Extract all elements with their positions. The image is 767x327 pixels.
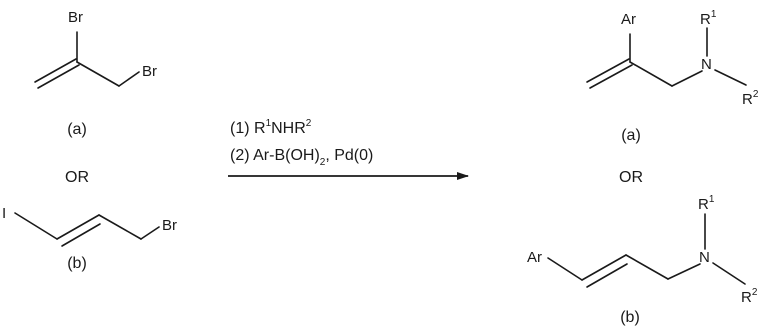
bond xyxy=(712,262,746,285)
bond xyxy=(14,212,58,240)
bromine-atom: Br xyxy=(142,63,157,80)
r2-group: R2 xyxy=(742,89,759,108)
nitrogen-atom: N xyxy=(699,249,710,266)
reactant-a-label: (a) xyxy=(67,121,87,138)
bond xyxy=(586,58,630,83)
bond xyxy=(76,61,120,87)
r1-group: R1 xyxy=(698,194,715,213)
bromine-atom: Br xyxy=(68,9,83,26)
bond-double xyxy=(37,64,80,89)
nitrogen-atom: N xyxy=(701,56,712,73)
bond xyxy=(56,214,100,240)
reactant-a: Br Br (a) xyxy=(34,9,157,138)
iodine-atom: I xyxy=(2,205,6,222)
bond xyxy=(667,263,701,280)
bond xyxy=(118,71,140,87)
condition-step-1: (1) R1NHR2 xyxy=(230,118,312,137)
product-b-label: (b) xyxy=(620,309,640,326)
bond-double xyxy=(61,223,101,247)
condition-step-2: (2) Ar-B(OH)2, Pd(0) xyxy=(230,147,373,168)
reactant-or: OR xyxy=(65,169,89,186)
product-a: Ar N R1 R2 (a) xyxy=(586,9,759,144)
bond xyxy=(625,254,669,280)
bond-double xyxy=(589,64,633,89)
reactant-b: I Br (b) xyxy=(2,205,177,272)
bromine-atom: Br xyxy=(162,217,177,234)
aryl-group: Ar xyxy=(527,249,542,266)
bond xyxy=(140,226,160,240)
bond xyxy=(547,257,583,281)
bond xyxy=(629,61,673,87)
bond xyxy=(98,214,142,240)
product-a-label: (a) xyxy=(621,127,641,144)
product-b: Ar N R1 R2 (b) xyxy=(527,194,758,326)
reactant-b-label: (b) xyxy=(67,255,87,272)
r1-group: R1 xyxy=(700,9,717,28)
bond xyxy=(581,254,627,281)
product-or: OR xyxy=(619,169,643,186)
bond xyxy=(714,69,747,86)
bond xyxy=(34,58,77,83)
aryl-group: Ar xyxy=(621,11,636,28)
bond xyxy=(671,70,703,87)
r2-group: R2 xyxy=(741,287,758,306)
bond-double xyxy=(586,263,628,288)
